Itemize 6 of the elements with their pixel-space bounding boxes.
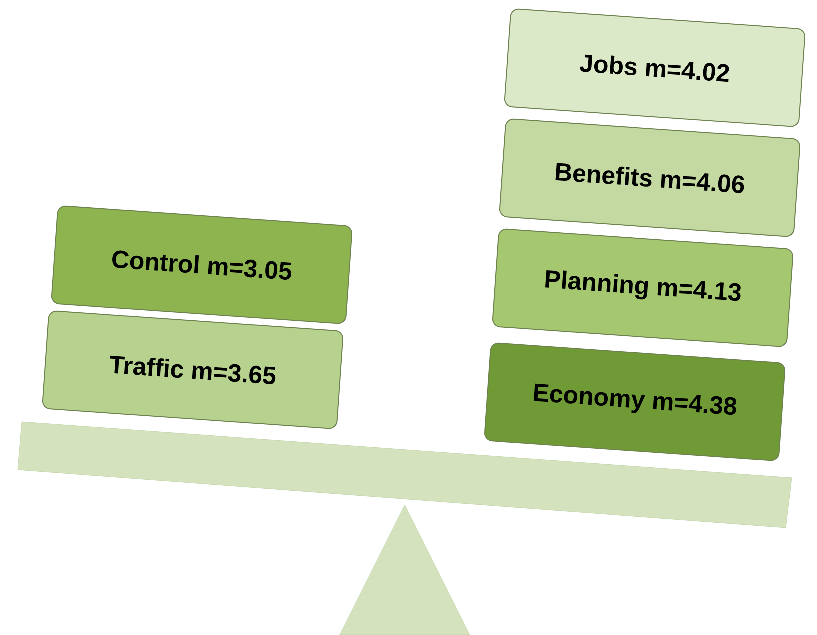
label-block: Traffic m=3.65	[42, 310, 344, 430]
label-block: Benefits m=4.06	[500, 118, 800, 238]
label-block: Jobs m=4.02	[504, 8, 806, 128]
label-block: Control m=3.05	[52, 206, 352, 324]
label-block: Planning m=4.13	[492, 228, 794, 348]
label-block: Economy m=4.38	[484, 342, 786, 462]
